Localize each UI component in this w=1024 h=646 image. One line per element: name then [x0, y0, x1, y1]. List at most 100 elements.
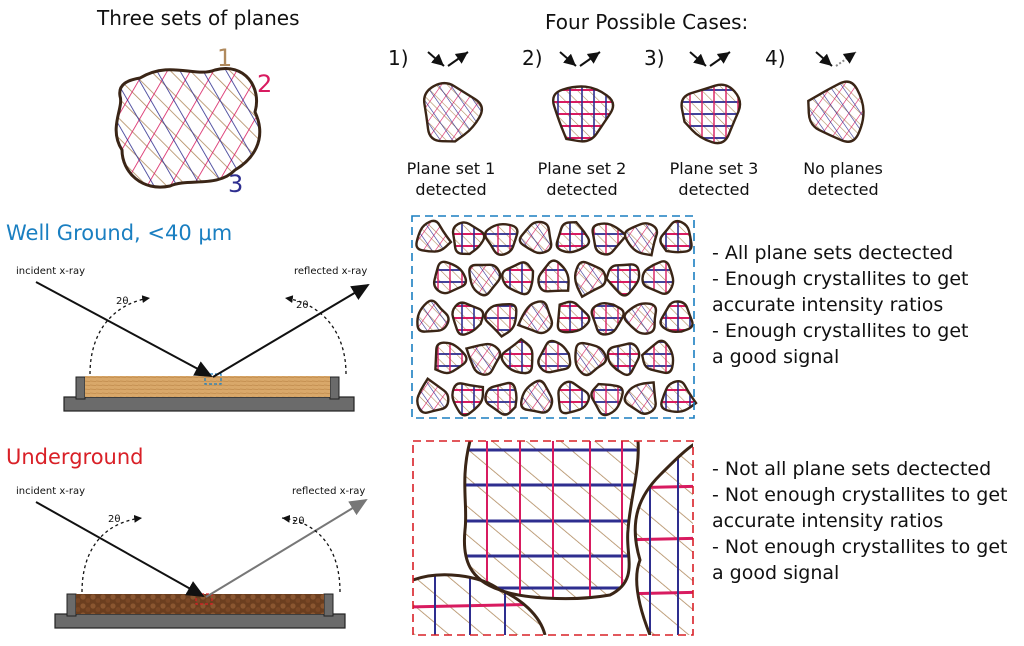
well-crystallite	[640, 339, 675, 375]
case-4-caption-line1: No planes	[803, 159, 883, 178]
underground-heading: Underground	[6, 445, 144, 469]
case-2-reflected-arrow	[579, 51, 601, 67]
well-crystallite	[623, 302, 658, 335]
well-crystallite	[468, 263, 502, 297]
planes-title: Three sets of planes	[97, 6, 300, 30]
underground-setup	[35, 498, 368, 629]
well-crystallite	[500, 337, 534, 375]
well-stage-base	[63, 396, 355, 412]
case-4-caption-line2: detected	[807, 180, 879, 199]
well-crystallite	[555, 220, 591, 254]
case-1-number: 1)	[388, 46, 409, 70]
well-crystallite	[483, 223, 519, 256]
case-3-caption: Plane set 3 detected	[659, 158, 769, 200]
under-angle-right: 2θ	[292, 516, 305, 527]
label-set-1: 1	[217, 44, 233, 72]
case-4-incident-arrow	[815, 51, 833, 67]
well-crystallite	[484, 381, 518, 416]
case-2-number: 2)	[522, 46, 543, 70]
label-set-3: 3	[228, 170, 244, 198]
well-angle-right: 2θ	[296, 300, 309, 311]
under-reflected-arrow	[205, 498, 368, 598]
well-bullet-5: a good signal	[712, 346, 840, 368]
case-1-reflected-arrow	[447, 51, 469, 67]
well-bullet-1: - All plane sets dectected	[712, 242, 954, 264]
under-bullet-1: - Not all plane sets dectected	[712, 458, 992, 480]
well-crystallite	[591, 222, 629, 256]
case-2-caption-line2: detected	[546, 180, 618, 199]
under-bullet-3: accurate intensity ratios	[712, 510, 944, 532]
well-stage-wall-right	[329, 376, 340, 400]
under-reflected-label: reflected x-ray	[292, 486, 366, 497]
well-crystallite	[623, 222, 659, 257]
under-stage-wall-right	[323, 593, 334, 617]
well-arc-left	[89, 295, 151, 375]
crystallite-three-planes	[114, 67, 262, 189]
under-zoom-frame	[412, 440, 694, 636]
case-2-incident-arrow	[559, 51, 577, 67]
well-crystallite	[432, 260, 468, 295]
under-incident-arrow	[35, 501, 205, 597]
case-1-incident-arrow	[427, 51, 445, 67]
well-arc-right	[284, 295, 347, 375]
case-1-caption-line1: Plane set 1	[406, 159, 496, 178]
case-4-crystallite	[807, 80, 865, 143]
case-3-incident-arrow	[689, 51, 707, 67]
cases-title: Four Possible Cases:	[545, 10, 749, 34]
well-crystallite	[516, 300, 554, 335]
well-crystallite	[416, 299, 450, 333]
under-angle-left: 2θ	[108, 514, 121, 525]
case-3-caption-line1: Plane set 3	[669, 159, 759, 178]
well-stage-wall-left	[75, 376, 86, 400]
case-1-caption: Plane set 1 detected	[396, 158, 506, 200]
under-bullet-5: a good signal	[712, 562, 840, 584]
well-ground-setup	[35, 281, 370, 412]
case-2-crystallite	[551, 85, 615, 143]
under-zoom	[412, 440, 694, 636]
well-crystallite	[606, 342, 641, 377]
under-incident-label: incident x-ray	[16, 486, 86, 497]
case-2-caption-line1: Plane set 2	[537, 159, 627, 178]
well-reflected-label: reflected x-ray	[294, 266, 368, 277]
under-arc-left	[81, 514, 143, 593]
well-crystallite	[518, 220, 553, 255]
well-angle-left: 2θ	[116, 296, 129, 307]
well-bullets: - All plane sets dectected - Enough crys…	[712, 240, 968, 370]
case-2-caption: Plane set 2 detected	[527, 158, 637, 200]
under-arc-right	[281, 514, 341, 593]
well-powder-bed	[85, 376, 330, 397]
case-4-number: 4)	[765, 46, 786, 70]
well-crystallite	[537, 339, 572, 374]
well-crystallite	[434, 341, 468, 375]
well-bullet-4: - Enough crystallites to get	[712, 320, 969, 342]
well-crystallite	[519, 379, 554, 414]
well-zoom-frame	[411, 215, 695, 419]
well-crystallite	[641, 260, 675, 295]
well-crystallite	[415, 219, 453, 253]
well-crystallite	[623, 381, 657, 415]
well-crystallite	[574, 341, 608, 377]
under-bullet-2: - Not enough crystallites to get	[712, 484, 1008, 506]
case-3-caption-line2: detected	[678, 180, 750, 199]
well-crystallite	[501, 261, 535, 296]
case-4-caption: No planes detected	[788, 158, 898, 200]
under-bullets: - Not all plane sets dectected - Not eno…	[712, 456, 1007, 586]
case-1-crystallite	[422, 81, 484, 143]
well-crystallite	[451, 382, 485, 417]
well-crystallite	[605, 263, 641, 297]
under-stage-base	[54, 613, 346, 629]
case-3-number: 3)	[644, 46, 665, 70]
well-crystallite	[451, 301, 485, 336]
label-set-2: 2	[257, 70, 273, 98]
under-bullet-4: - Not enough crystallites to get	[712, 536, 1008, 558]
well-reflected-arrow	[212, 283, 370, 378]
well-crystallite	[557, 380, 591, 415]
well-bullet-3: accurate intensity ratios	[712, 294, 944, 316]
case-4-no-reflection-arrow	[835, 51, 857, 67]
well-ground-heading: Well Ground, <40 μm	[6, 221, 233, 245]
case-3-reflected-arrow	[709, 51, 731, 67]
under-stage-wall-left	[66, 593, 77, 617]
well-incident-label: incident x-ray	[16, 266, 86, 277]
well-crystallite	[556, 300, 591, 334]
